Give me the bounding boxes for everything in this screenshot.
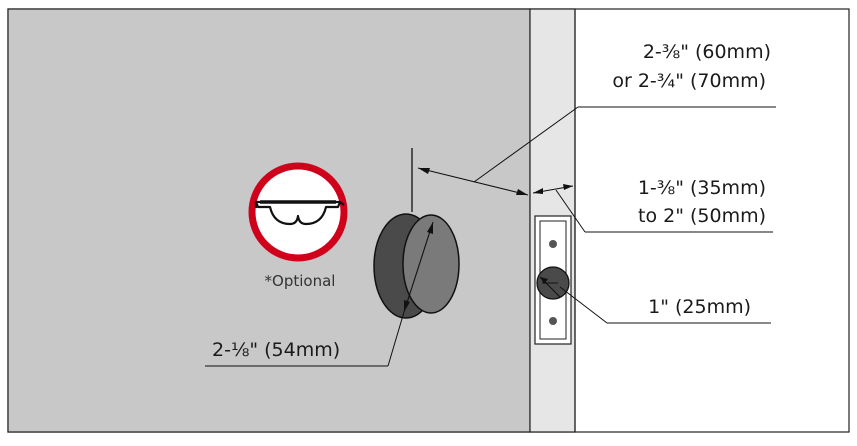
edge-hole-dimension <box>539 276 771 324</box>
edge-hole-label: 1" (25mm) <box>648 296 751 318</box>
bore-hole-dimension <box>205 221 434 367</box>
bore-hole-label: 2-⅛" (54mm) <box>212 339 340 361</box>
door-thickness-label-line2: to 2" (50mm) <box>638 205 766 227</box>
safety-glasses-icon <box>248 162 348 262</box>
safety-note: *Optional <box>265 272 336 290</box>
cross-bore-hole <box>373 213 460 319</box>
door-thickness-dimension <box>532 184 773 233</box>
backset-label-line1: 2-⅜" (60mm) <box>643 41 771 63</box>
latch-faceplate <box>534 215 572 345</box>
backset-dimension <box>417 106 776 196</box>
door-thickness-label-line1: 1-⅜" (35mm) <box>638 177 766 199</box>
backset-label-line2: or 2-¾" (70mm) <box>612 70 766 92</box>
